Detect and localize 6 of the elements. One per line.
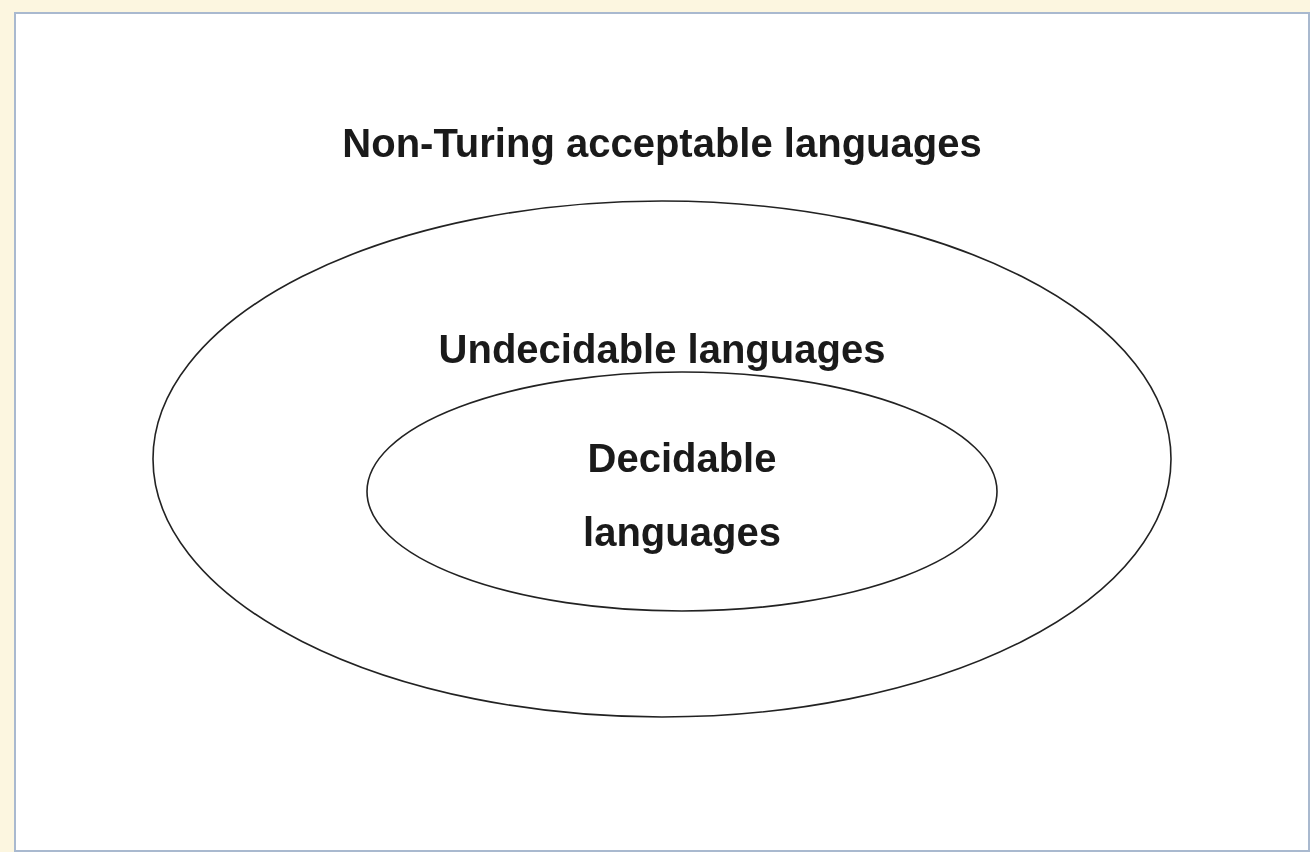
set-ellipse [366, 371, 998, 612]
set-ellipse [152, 200, 1172, 718]
set-label: Non-Turing acceptable languages [341, 120, 983, 167]
set-frame [14, 12, 1310, 852]
set-label: Decidable languages [582, 435, 782, 556]
set-label: Undecidable languages [437, 326, 887, 373]
